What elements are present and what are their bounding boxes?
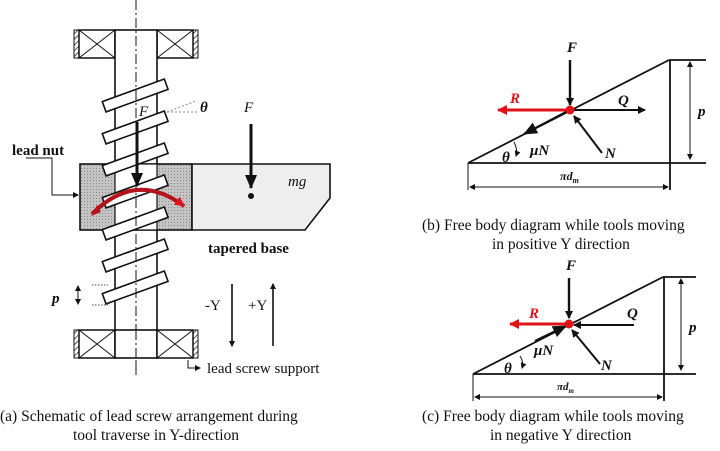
theta-label-b: θ [502,150,510,166]
force-R-label-c: R [528,306,539,322]
caption-a-line1: (a) Schematic of lead screw arrangement … [0,408,298,425]
caption-b-line1: (b) Free body diagram while tools moving [422,217,685,234]
caption-b-line2: in positive Y direction [492,236,630,253]
force-N-label-b: N [604,146,617,162]
panel-b-fbd-positive: πdm p F R Q N μN θ (b) Free body diagram… [422,40,706,253]
lead-screw-support-label: lead screw support [207,361,320,377]
theta-label-c: θ [504,361,512,377]
contact-point-b [565,105,575,115]
tapered-base-label: tapered base [208,241,289,257]
pitch-label: p [50,291,60,307]
panel-c-fbd-negative: πdm p F R Q N μN θ (c) Free body diagram… [422,258,697,444]
force-label-screw: F [138,104,149,120]
pitch-label-c: p [687,320,697,336]
lead-nut-label: lead nut [12,143,64,159]
rotation-arrow [90,187,186,216]
plus-y-label: +Y [248,298,267,314]
caption-c-line2: in negative Y direction [490,427,632,444]
panel-a-schematic: F θ F mg lead nut tapered base p -Y +Y l… [0,0,331,444]
weight-label: mg [288,174,307,190]
minus-y-label: -Y [205,298,221,314]
force-F-label-b: F [566,40,577,56]
pi-dm-label-b: πdm [560,169,579,185]
bottom-bearing [73,329,199,375]
force-R-label-b: R [509,91,520,107]
pi-dm-label-c: πdm [557,381,575,395]
contact-point-c [564,319,574,329]
friction-label-b: μN [529,143,550,159]
force-Q-label-c: Q [627,306,638,322]
force-N-label-c: N [600,358,613,374]
helix-angle-label: θ [200,100,208,116]
tapered-base-body [191,163,331,231]
force-label-base: F [243,100,254,116]
friction-label-c: μN [533,343,554,359]
caption-a-line2: tool traverse in Y-direction [73,427,239,444]
caption-c-line1: (c) Free body diagram while tools moving [422,408,684,425]
force-F-label-c: F [565,258,576,274]
pitch-label-b: p [696,104,706,120]
force-Q-label-b: Q [618,93,629,109]
